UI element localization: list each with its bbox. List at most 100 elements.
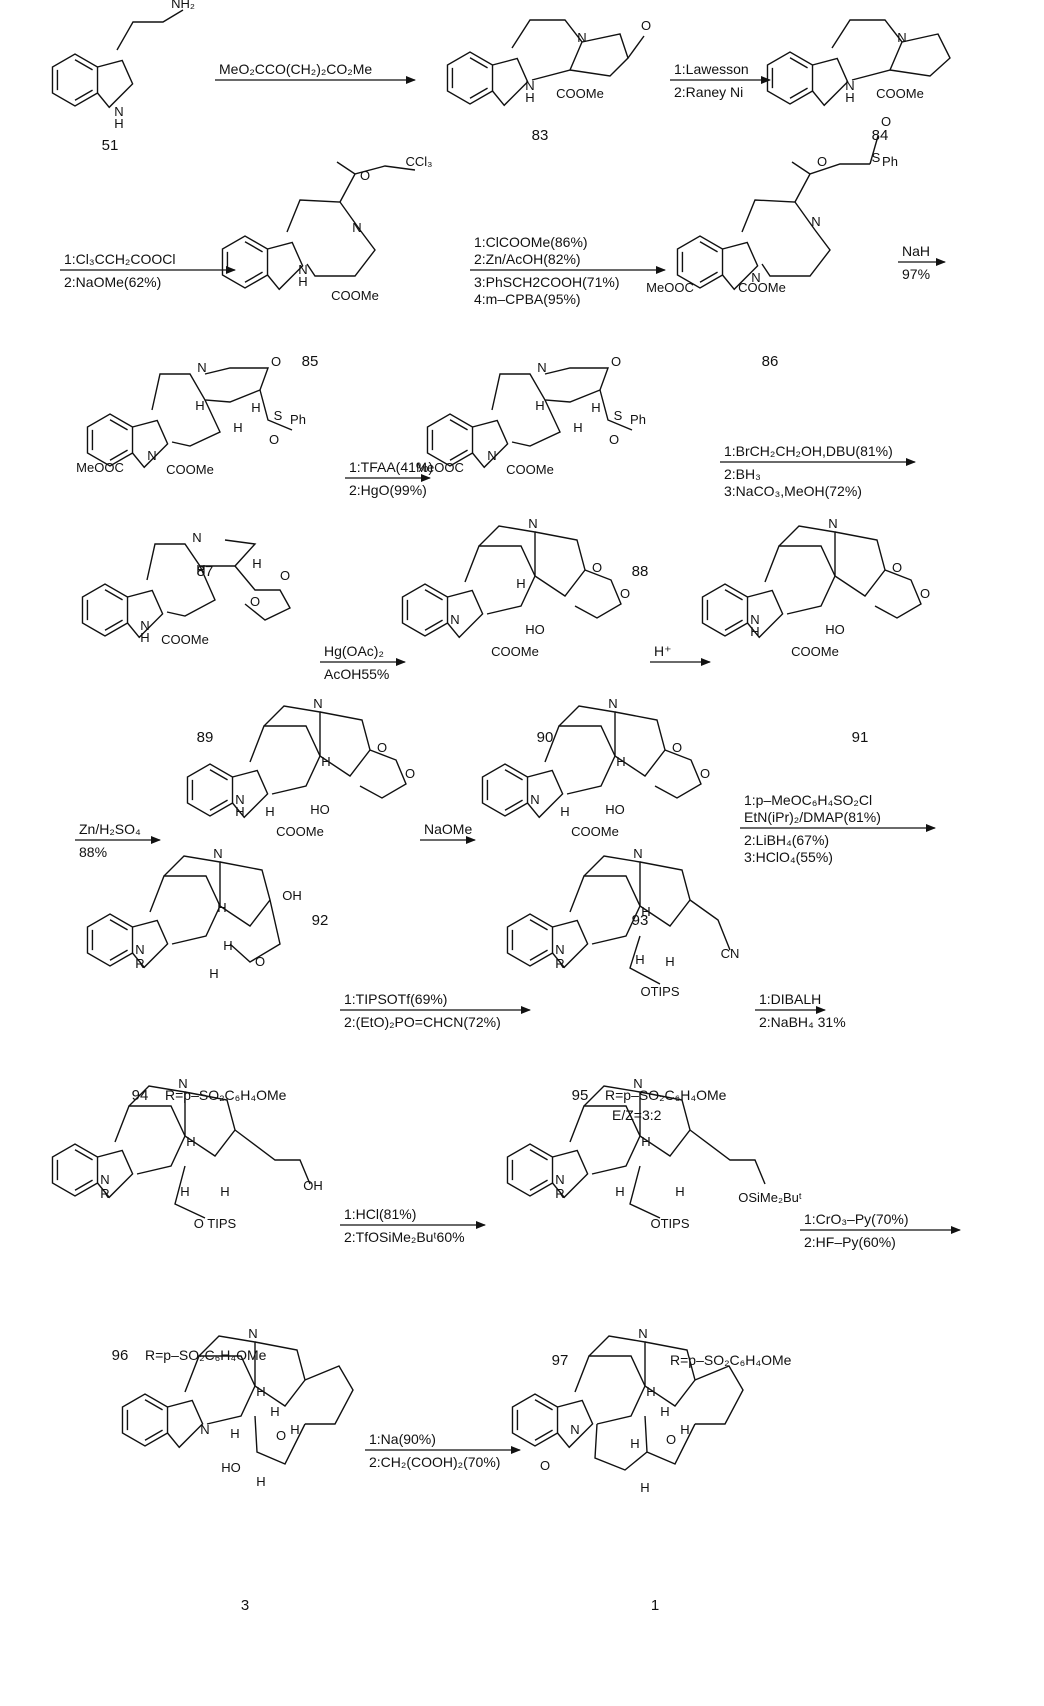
double-bond <box>109 419 128 431</box>
double-bond <box>424 589 443 601</box>
benzene-ring <box>446 51 494 105</box>
skeleton-bond <box>304 1365 354 1425</box>
skeleton-bond <box>599 389 633 431</box>
atom-label: N <box>248 1326 257 1341</box>
indole-five-ring <box>811 57 849 107</box>
skeleton-bond <box>574 1355 646 1425</box>
reagent-below: 2:BH₃ <box>724 466 761 482</box>
skeleton-bond <box>166 565 216 617</box>
atom-label: COOMe <box>161 632 209 647</box>
atom-label: O <box>609 432 619 447</box>
skeleton-bond <box>249 725 321 795</box>
benzene-ring <box>186 763 234 817</box>
atom-label: H <box>640 1480 649 1495</box>
double-bond <box>144 1399 163 1411</box>
atom-label: COOMe <box>876 86 924 101</box>
double-bond <box>504 799 523 811</box>
atom-label: N <box>200 1422 209 1437</box>
skeleton-bond <box>478 525 536 576</box>
double-bond <box>74 1149 93 1161</box>
skeleton-bond <box>128 1085 186 1136</box>
atom-label: H <box>223 938 232 953</box>
atom-label: HO <box>525 622 545 637</box>
atom-label: N <box>235 792 244 807</box>
skeleton-bond <box>569 875 641 945</box>
atom-label: H <box>265 804 274 819</box>
benzene-ring <box>426 413 474 467</box>
atom-label: H <box>591 400 600 415</box>
substituent-label: R=p–SO₂C₆H₄OMe <box>605 1087 727 1103</box>
atom-label: OTIPS <box>640 984 679 999</box>
reaction-arrow-a13: 1:TIPSOTf(69%)2:(EtO)₂PO=CHCN(72%) <box>340 991 531 1030</box>
reagent-above: NaOMe <box>424 821 472 837</box>
skeleton-bond <box>151 367 269 411</box>
skeleton-bond <box>511 19 583 81</box>
atom-label: S <box>872 150 881 165</box>
atom-label: MeOOC <box>416 460 464 475</box>
indole-five-ring <box>446 589 484 639</box>
reagent-below: 4:m–CPBA(95%) <box>474 291 581 307</box>
double-bond <box>789 57 808 69</box>
double-bond <box>209 799 228 811</box>
skeleton-bond <box>359 749 407 799</box>
atom-label: O <box>360 168 370 183</box>
benzene-ring <box>81 583 129 637</box>
reagent-below: 2:HgO(99%) <box>349 482 427 498</box>
double-bond <box>534 1429 553 1441</box>
skeleton-bond <box>163 855 221 906</box>
skeleton-bond <box>594 1423 648 1471</box>
skeleton-bond <box>114 1105 186 1175</box>
atom-label: COOMe <box>166 462 214 477</box>
double-bond <box>469 87 488 99</box>
reaction-arrow-a4: 1:ClCOOMe(86%)2:Zn/AcOH(82%)3:PhSCH2COOH… <box>470 234 666 307</box>
atom-label: H <box>616 754 625 769</box>
indole-five-ring <box>551 1149 589 1199</box>
indole-five-ring <box>96 59 134 109</box>
atom-label: N <box>555 1172 564 1187</box>
atom-label: O <box>255 954 265 969</box>
skeleton-bond <box>644 1415 696 1465</box>
atom-label: N <box>633 1076 642 1091</box>
atom-label: H <box>641 1134 650 1149</box>
atom-label: N <box>192 530 201 545</box>
reagent-above: 1:HCl(81%) <box>344 1206 416 1222</box>
reagent-below: 2:LiBH₄(67%) <box>744 832 829 848</box>
atom-label: HO <box>605 802 625 817</box>
atom-label: N <box>140 618 149 633</box>
atom-label: COOMe <box>491 644 539 659</box>
double-bond <box>209 769 228 781</box>
skeleton-bond <box>336 161 356 175</box>
double-bond <box>504 769 523 781</box>
skeleton-bond <box>184 1355 256 1425</box>
skeleton-bond <box>629 935 661 985</box>
reagent-above: 1:TFAA(41%) <box>349 459 433 475</box>
atom-label: N <box>530 792 539 807</box>
reagent-below: 2:NaOMe(62%) <box>64 274 161 290</box>
double-bond <box>449 449 468 461</box>
atom-label: H <box>635 952 644 967</box>
double-bond <box>724 619 743 631</box>
reagent-above: H⁺ <box>654 643 672 659</box>
atom-label: H <box>196 562 205 577</box>
atom-label: N <box>352 220 361 235</box>
atom-label: H <box>525 90 534 105</box>
atom-label: COOMe <box>791 644 839 659</box>
double-bond <box>529 1179 548 1191</box>
reaction-arrow-a11: NaOMe <box>420 821 476 844</box>
skeleton-bond <box>339 165 416 203</box>
atom-label: N <box>638 1326 647 1341</box>
atom-label: N <box>313 696 322 711</box>
atom-label: N <box>100 1172 109 1187</box>
atom-label: H <box>615 1184 624 1199</box>
atom-label: O TIPS <box>194 1216 237 1231</box>
double-bond <box>789 87 808 99</box>
skeleton-bond <box>874 569 922 619</box>
reagent-above: 1:Na(90%) <box>369 1431 436 1447</box>
double-bond <box>109 919 128 931</box>
